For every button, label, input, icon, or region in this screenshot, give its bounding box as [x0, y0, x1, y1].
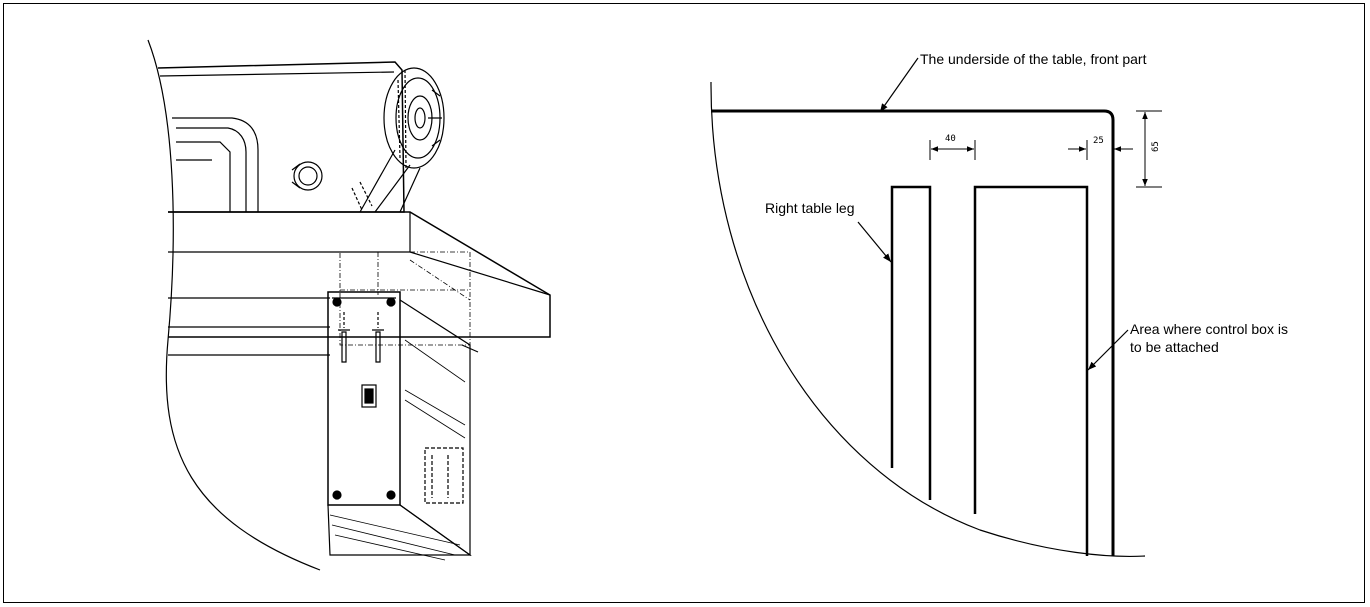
dim-label-gap: 40 — [945, 134, 956, 144]
dimension-edge — [1068, 140, 1133, 160]
dimension-gap — [929, 140, 976, 160]
left-crop-curve — [147, 39, 321, 571]
dim-label-edge: 25 — [1093, 136, 1104, 146]
leader-lines — [857, 57, 1129, 371]
label-right-leg: Right table leg — [765, 200, 855, 216]
dimension-depth — [1136, 110, 1162, 188]
diagram-frame — [3, 3, 1365, 603]
control-box — [327, 291, 479, 561]
label-table-underside: The underside of the table, front part — [920, 51, 1147, 67]
right-table-leg — [890, 185, 932, 500]
machine-knob — [293, 161, 323, 191]
sewing-machine-head — [157, 61, 445, 213]
label-area-line2: to be attached — [1130, 339, 1219, 355]
table-front-edge — [711, 109, 1115, 556]
dim-label-depth: 65 — [1151, 141, 1161, 152]
plan-view — [710, 57, 1162, 557]
table-top — [168, 211, 551, 356]
label-area-line1: Area where control box is — [1130, 321, 1288, 337]
power-switch — [361, 384, 377, 408]
perspective-illustration — [147, 39, 551, 571]
mounting-screw-right — [372, 329, 384, 363]
mounting-screw-left — [338, 329, 350, 363]
hand-wheel — [383, 67, 445, 169]
right-crop-arc — [710, 81, 1146, 557]
control-box-area — [973, 185, 1089, 556]
